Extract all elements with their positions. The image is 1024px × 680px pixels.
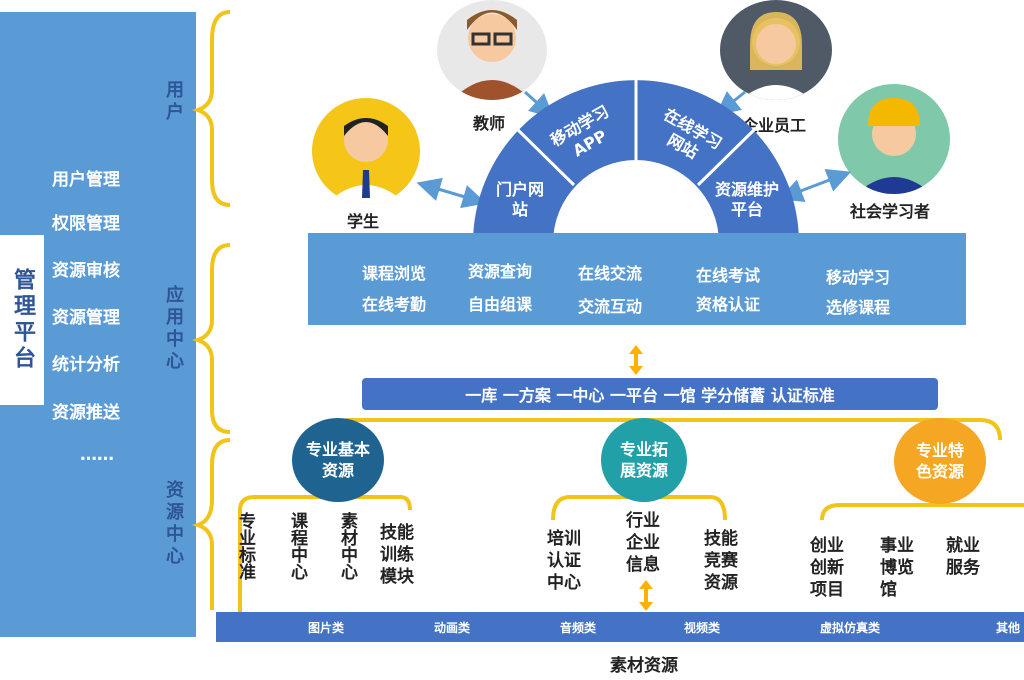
resource-item: 行业企业信息 [626, 511, 660, 575]
user-label: 企业员工 [742, 116, 807, 135]
student-avatar [312, 98, 420, 204]
mgmt-item: 权限管理 [52, 214, 120, 234]
group-extended: 专业拓展资源 [601, 418, 687, 502]
mgmt-item: 资源推送 [52, 403, 120, 423]
material-type: 音频类 [560, 621, 597, 635]
app-center: 课程浏览 资源查询 在线交流 在线考试 移动学习 在线考勤 自由组课 交流互动 … [308, 233, 966, 325]
resource-item: 创业创新项目 [810, 536, 844, 600]
app-function: 资格认证 [696, 295, 761, 314]
resource-item: 素材中心 [337, 512, 357, 580]
app-function: 自由组课 [468, 295, 533, 314]
mgmt-item: 用户管理 [52, 170, 120, 190]
management-title: 管理平台 [0, 235, 44, 405]
mgmt-item: …… [80, 445, 114, 465]
core-bar: 一库 一方案 一中心 一平台 一馆 学分储蓄 认证标准 [362, 378, 938, 410]
material-type: 图片类 [308, 621, 345, 635]
app-function: 课程浏览 [362, 264, 427, 283]
portal-website: 门户网站 [495, 180, 544, 219]
employee-avatar [720, 0, 832, 100]
layer-users: 用户 [163, 80, 184, 124]
material-type: 视频类 [684, 621, 721, 635]
materials-title: 素材资源 [610, 656, 678, 676]
mgmt-item: 资源管理 [52, 308, 120, 328]
app-function: 在线交流 [578, 264, 643, 283]
app-function: 在线考试 [696, 266, 761, 285]
material-type: 动画类 [434, 621, 471, 635]
maintenance-platform: 资源维护平台 [714, 180, 779, 219]
material-type: 其他 [996, 621, 1021, 635]
resource-item: 就业服务 [946, 536, 980, 578]
layer-resources: 资源中心 [163, 480, 184, 568]
user-label: 学生 [347, 212, 380, 231]
material-type: 虚拟仿真类 [820, 621, 881, 635]
resource-item: 专业标准 [235, 512, 255, 580]
group-featured: 专业特色资源 [894, 418, 986, 504]
layer-apps: 应用中心 [163, 285, 184, 373]
resource-item: 培训认证中心 [547, 529, 581, 593]
mgmt-item: 资源审核 [52, 261, 120, 281]
user-label: 教师 [473, 114, 506, 133]
app-function: 选修课程 [826, 298, 891, 317]
learner-avatar [838, 84, 950, 194]
user-label: 社会学习者 [850, 202, 931, 221]
resource-item: 技能竞赛资源 [704, 529, 738, 593]
app-function: 移动学习 [826, 268, 891, 287]
mgmt-item: 统计分析 [52, 355, 120, 375]
app-function: 资源查询 [468, 262, 533, 281]
group-basic: 专业基本资源 [292, 418, 384, 502]
resource-item: 事业博览馆 [880, 536, 914, 600]
teacher-avatar [437, 0, 547, 100]
resource-item: 技能训练模块 [380, 523, 414, 587]
app-function: 交流互动 [578, 297, 643, 316]
materials-bar: 图片类 动画类 音频类 视频类 虚拟仿真类 其他 [216, 612, 1024, 642]
app-function: 在线考勤 [362, 295, 427, 314]
resource-item: 课程中心 [287, 512, 307, 580]
layer-braces [192, 10, 231, 610]
